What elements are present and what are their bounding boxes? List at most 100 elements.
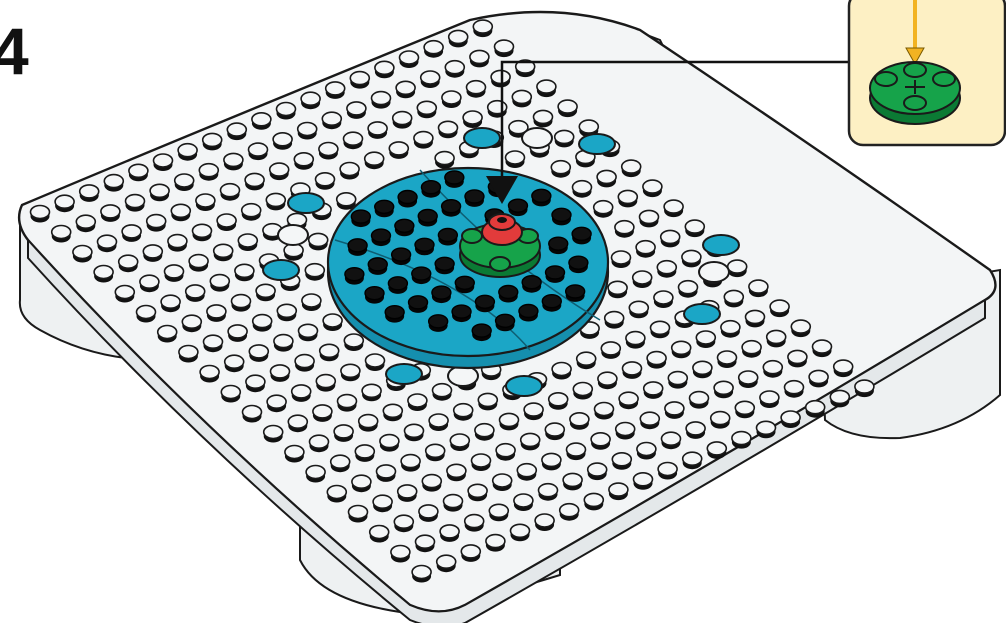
plate-stud: [637, 443, 656, 460]
plate-stud: [179, 346, 198, 363]
plate-stud: [545, 423, 564, 440]
plate-stud: [618, 190, 637, 207]
plate-stud: [417, 101, 436, 118]
plate-stud: [398, 485, 417, 502]
plate-stud: [284, 244, 303, 261]
plate-stud: [640, 210, 659, 227]
plate-stud: [368, 122, 387, 139]
plate-stud: [749, 280, 768, 297]
turntable-stud: [432, 286, 451, 303]
plate-stud: [186, 285, 205, 302]
plate-stud: [496, 444, 515, 461]
plate-stud: [204, 335, 223, 352]
plate-stud: [298, 123, 317, 140]
plate-stud: [76, 215, 95, 232]
turntable-stud: [496, 314, 515, 331]
plate-stud: [693, 361, 712, 378]
plate-stud: [567, 443, 586, 460]
plate-stud: [439, 121, 458, 138]
plate-stud: [210, 275, 229, 292]
plate-stud: [55, 195, 74, 212]
plate-stud: [739, 371, 758, 388]
plate-stud: [690, 392, 709, 409]
plate-stud: [467, 81, 486, 98]
plate-stud: [512, 90, 531, 107]
plate-stud: [440, 525, 459, 542]
plate-stud: [563, 473, 582, 490]
plate-stud: [478, 393, 497, 410]
plate-stud: [834, 360, 853, 377]
turntable-stud: [542, 295, 561, 312]
plate-stud: [372, 92, 391, 109]
green-stud: [462, 229, 482, 243]
green-stud: [490, 257, 510, 271]
plate-stud: [573, 181, 592, 198]
plate-stud: [732, 432, 751, 449]
plate-stud: [101, 205, 120, 222]
plate-stud: [598, 372, 617, 389]
plate-stud: [763, 361, 782, 378]
plate-stud: [344, 334, 363, 351]
turntable-stud: [348, 239, 367, 256]
plate-stud: [140, 275, 159, 292]
plate-stud: [310, 435, 329, 452]
plate-stud: [104, 175, 123, 192]
plate-stud: [245, 173, 264, 190]
turntable-stud: [532, 189, 551, 206]
white-round-piece: [699, 262, 729, 282]
turntable-stud: [398, 191, 417, 208]
plate-stud: [334, 425, 353, 442]
turntable-stud: [418, 210, 437, 227]
plate-stud: [619, 392, 638, 409]
plate-stud: [517, 464, 536, 481]
plate-stud: [98, 235, 117, 252]
plate-stud: [341, 364, 360, 381]
plate-stud: [735, 401, 754, 418]
plate-stud: [711, 412, 730, 429]
plate-stud: [475, 424, 494, 441]
plate-stud: [221, 184, 240, 201]
plate-stud: [679, 281, 698, 298]
callout-stud: [875, 72, 897, 86]
plate-stud: [323, 314, 342, 331]
plate-stud: [454, 404, 473, 421]
plate-stud: [662, 432, 681, 449]
plate-stud: [161, 295, 180, 312]
turntable-stud: [519, 305, 538, 322]
plate-stud: [94, 266, 113, 283]
plate-stud: [714, 381, 733, 398]
plate-stud: [696, 331, 715, 348]
plate-stud: [634, 473, 653, 490]
plate-stud: [591, 433, 610, 450]
blue-tile: [464, 128, 500, 148]
plate-stud: [463, 111, 482, 128]
turntable-stud: [455, 276, 474, 293]
plate-stud: [365, 152, 384, 169]
turntable-stud: [435, 257, 454, 274]
plate-stud: [338, 395, 357, 412]
plate-stud: [473, 20, 492, 37]
plate-stud: [601, 342, 620, 359]
plate-stud: [661, 230, 680, 247]
turntable-stud: [388, 277, 407, 294]
plate-stud: [577, 352, 596, 369]
white-round-piece: [278, 225, 308, 245]
plate-stud: [429, 414, 448, 431]
plate-stud: [612, 453, 631, 470]
plate-stud: [350, 72, 369, 89]
plate-stud: [394, 515, 413, 532]
plate-stud: [171, 204, 190, 221]
callout-stud: [904, 63, 926, 77]
plate-stud: [724, 290, 743, 307]
plate-stud: [285, 446, 304, 463]
plate-stud: [785, 381, 804, 398]
plate-stud: [682, 250, 701, 267]
turntable-stud: [395, 219, 414, 236]
plate-stud: [535, 514, 554, 531]
plate-stud: [622, 160, 641, 177]
plate-stud: [327, 486, 346, 503]
plate-stud: [445, 61, 464, 78]
red-piece-hole: [497, 217, 507, 223]
plate-stud: [685, 220, 704, 237]
plate-stud: [612, 251, 631, 268]
